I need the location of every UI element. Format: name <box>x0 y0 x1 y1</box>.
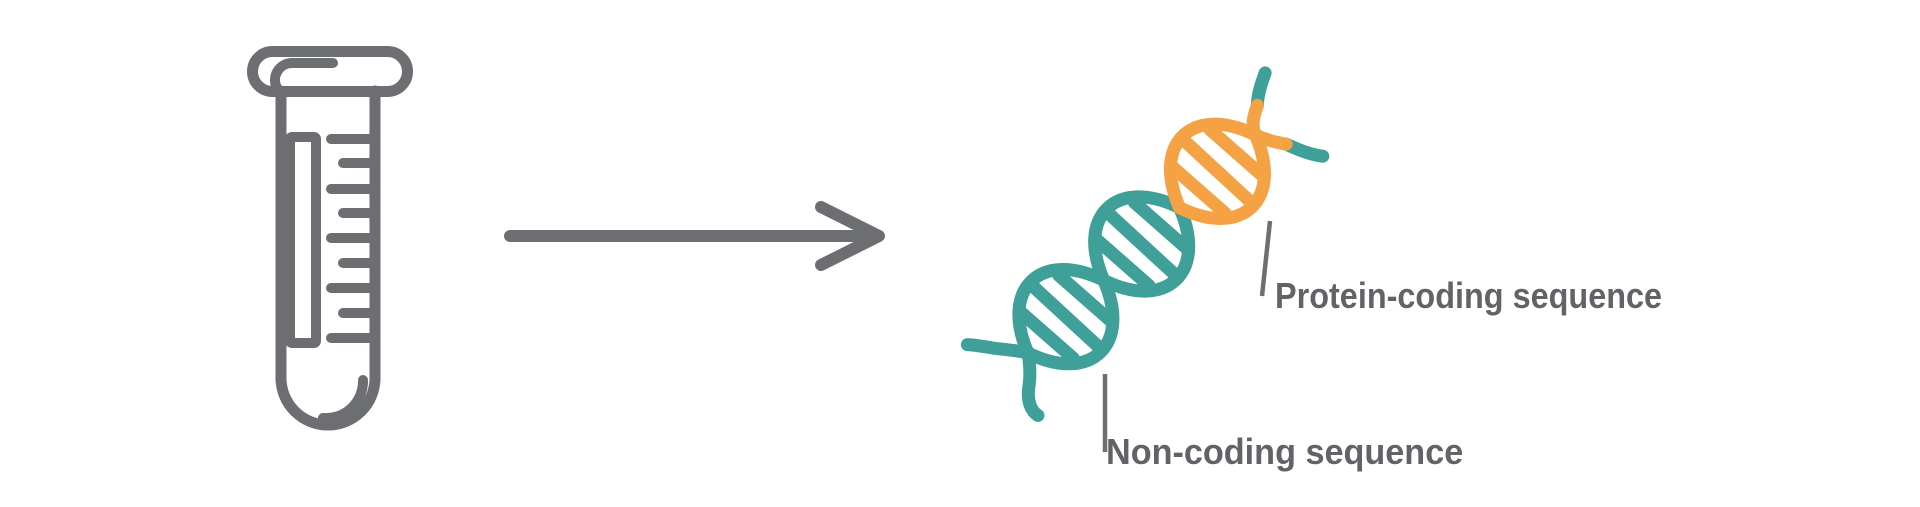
dna-rungs-noncoding <box>1013 195 1194 365</box>
dna-helix-icon <box>960 66 1330 422</box>
label-leader-lines <box>1102 220 1273 452</box>
dna-rungs-coding <box>1165 123 1270 220</box>
arrow-head <box>815 201 885 271</box>
tube-label <box>285 132 321 348</box>
protein-coding-sequence-label: Protein-coding sequence <box>1275 275 1663 316</box>
leader-protein-coding <box>1259 220 1273 297</box>
tail-right-lower-tip <box>1279 137 1330 163</box>
tail-left-lower <box>1021 346 1045 422</box>
tube-cap <box>247 46 413 97</box>
strand-b <box>1021 190 1187 371</box>
dna-strands-coding <box>1164 98 1293 225</box>
tube-body <box>275 85 381 431</box>
test-tube-icon <box>247 46 413 431</box>
arrow-right-icon <box>504 201 885 271</box>
tube-graduations <box>326 134 377 343</box>
non-coding-sequence-label: Non-coding sequence <box>1106 431 1464 472</box>
strand-b-coding <box>1173 98 1271 225</box>
dna-strands-noncoding <box>960 66 1330 422</box>
tube-bottom-highlight <box>318 375 368 424</box>
strand-a-coding <box>1164 117 1293 215</box>
tail-left-upper <box>960 338 1035 360</box>
tube-cap-highlight <box>270 58 338 93</box>
